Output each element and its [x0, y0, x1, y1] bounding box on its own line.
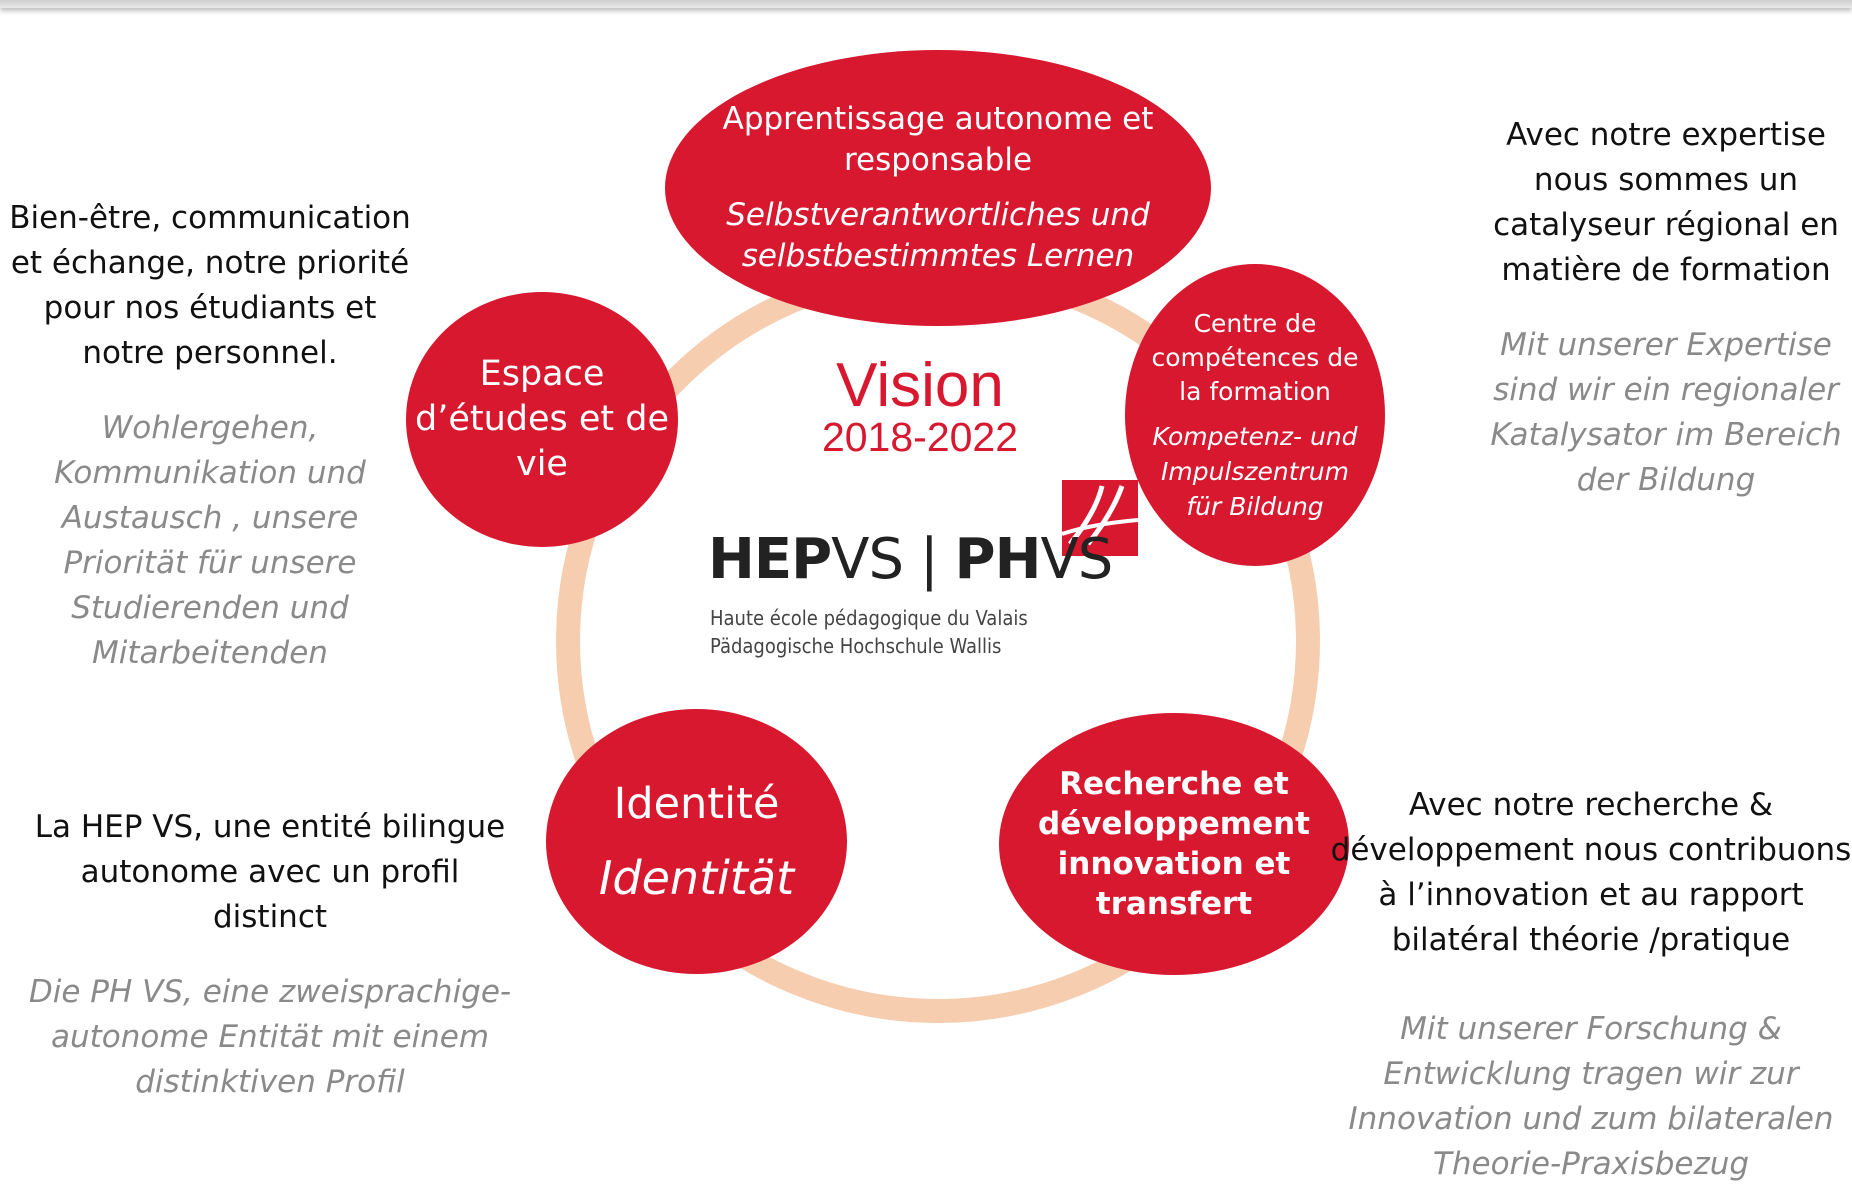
side-bottom-right-fr: Avec notre recherche & développement nou…: [1330, 787, 1852, 958]
logo-vs-left: VS: [831, 527, 904, 592]
logo-separator: |: [919, 527, 939, 592]
side-text-identity: La HEP VS, une entité bilingue autonome …: [20, 805, 520, 1105]
bubble-research-fr: Recherche et développement innovation et…: [1038, 766, 1310, 922]
side-top-left-fr: Bien-être, communication et échange, not…: [9, 200, 411, 371]
side-top-right-fr: Avec notre expertise nous sommes un cata…: [1493, 117, 1839, 288]
bubble-top-de: Selbstverantwortliches und selbstbestimm…: [726, 197, 1150, 274]
vision-heading: Vision 2018-2022: [780, 355, 1060, 458]
logo-vs-right: VS: [1040, 527, 1113, 592]
bubble-identity-fr: Identité: [613, 778, 780, 829]
bubble-autonomous-learning: Apprentissage autonome et responsable Se…: [665, 50, 1211, 326]
bubble-right-de: Kompetenz- und Impulszentrum für Bildung: [1152, 421, 1358, 521]
logo-subtitle-fr: Haute école pédagogique du Valais: [710, 606, 1028, 630]
side-top-right-de: Mit unserer Expertise sind wir ein regio…: [1490, 327, 1842, 498]
bubble-right-fr: Centre de compétences de la formation: [1151, 308, 1359, 406]
side-bottom-left-fr: La HEP VS, une entité bilingue autonome …: [34, 809, 506, 935]
side-top-left-de: Wohlergehen, Kommunikation und Austausch…: [54, 410, 366, 671]
bubble-left-fr: Espace d’études et de vie: [414, 354, 670, 484]
vision-title: Vision: [836, 351, 1004, 420]
side-bottom-right-de: Mit unserer Forschung & Entwicklung trag…: [1348, 1011, 1834, 1182]
side-text-expertise: Avec notre expertise nous sommes un cata…: [1480, 113, 1852, 503]
side-bottom-left-de: Die PH VS, eine zweisprachige-autonome E…: [28, 974, 512, 1100]
logo-subtitle-de: Pädagogische Hochschule Wallis: [710, 634, 1002, 658]
hepvs-phvs-logo: HEPVS | PHVS Haute école pédagogique du …: [706, 480, 1138, 670]
bubble-study-life-space: Espace d’études et de vie: [406, 292, 678, 547]
logo-ph: PH: [954, 527, 1042, 592]
logo-hep: HEP: [708, 527, 832, 592]
logo-emblem-icon: [1062, 480, 1138, 556]
side-text-research: Avec notre recherche & développement nou…: [1330, 783, 1852, 1187]
bubble-identity: Identité Identität: [546, 709, 847, 974]
bubble-top-fr: Apprentissage autonome et responsable: [722, 101, 1154, 178]
bubble-identity-de: Identität: [598, 850, 795, 905]
logo-wordmark: HEPVS | PHVS: [708, 527, 1113, 592]
bubble-competence-centre: Centre de compétences de la formation Ko…: [1125, 264, 1385, 566]
vision-years: 2018-2022: [821, 414, 1019, 460]
side-text-wellbeing: Bien-être, communication et échange, not…: [0, 196, 420, 676]
bubble-research-development: Recherche et développement innovation et…: [999, 713, 1349, 975]
top-shadow-bar: [0, 0, 1852, 8]
